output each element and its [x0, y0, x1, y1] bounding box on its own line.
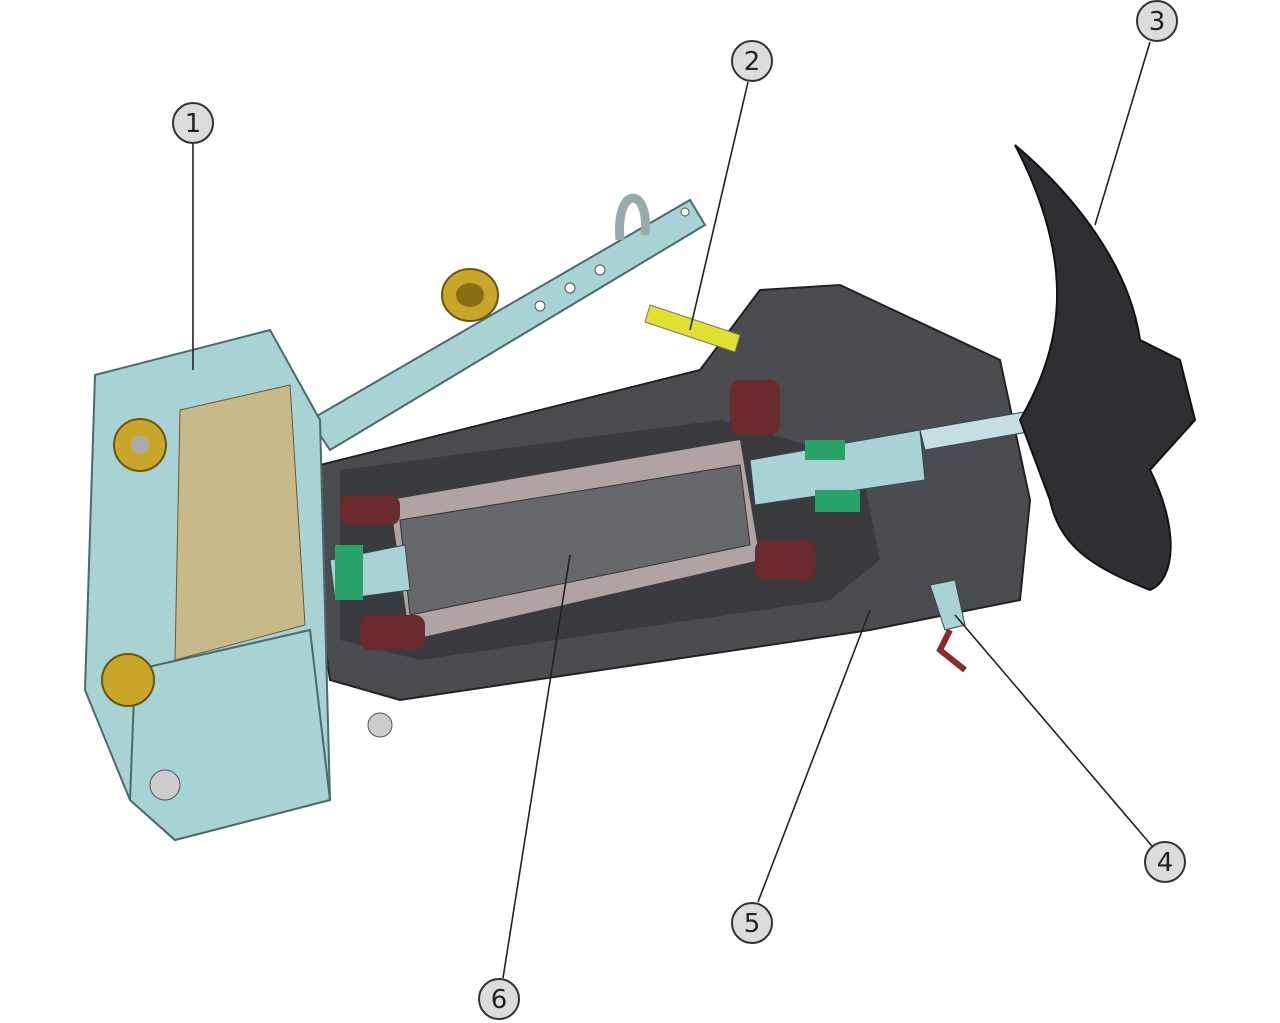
leader-line-3 [1094, 41, 1151, 226]
callout-3: 3 [1136, 0, 1178, 42]
leader-lines [192, 41, 1153, 979]
callout-1: 1 [172, 102, 214, 144]
callout-label: 2 [744, 47, 761, 77]
mounting-bracket [83, 328, 393, 842]
callout-label: 1 [185, 109, 202, 139]
cable-gland [441, 268, 499, 322]
callout-label: 4 [1157, 848, 1174, 878]
power-cable [644, 304, 741, 353]
callout-6: 6 [478, 978, 520, 1020]
leader-line-4 [954, 614, 1153, 847]
winding-heads [340, 380, 815, 650]
propeller [1014, 144, 1197, 592]
callout-label: 5 [744, 909, 761, 939]
bearings [335, 440, 860, 600]
leader-line-5 [757, 609, 871, 903]
leader-line-2 [689, 81, 749, 331]
callout-label: 6 [491, 985, 508, 1015]
callout-5: 5 [731, 902, 773, 944]
stator [390, 440, 760, 640]
leader-line-6 [502, 554, 571, 979]
callout-2: 2 [731, 40, 773, 82]
callout-4: 4 [1144, 841, 1186, 883]
lifting-bracket-arm [308, 193, 707, 452]
callout-label: 3 [1149, 7, 1166, 37]
